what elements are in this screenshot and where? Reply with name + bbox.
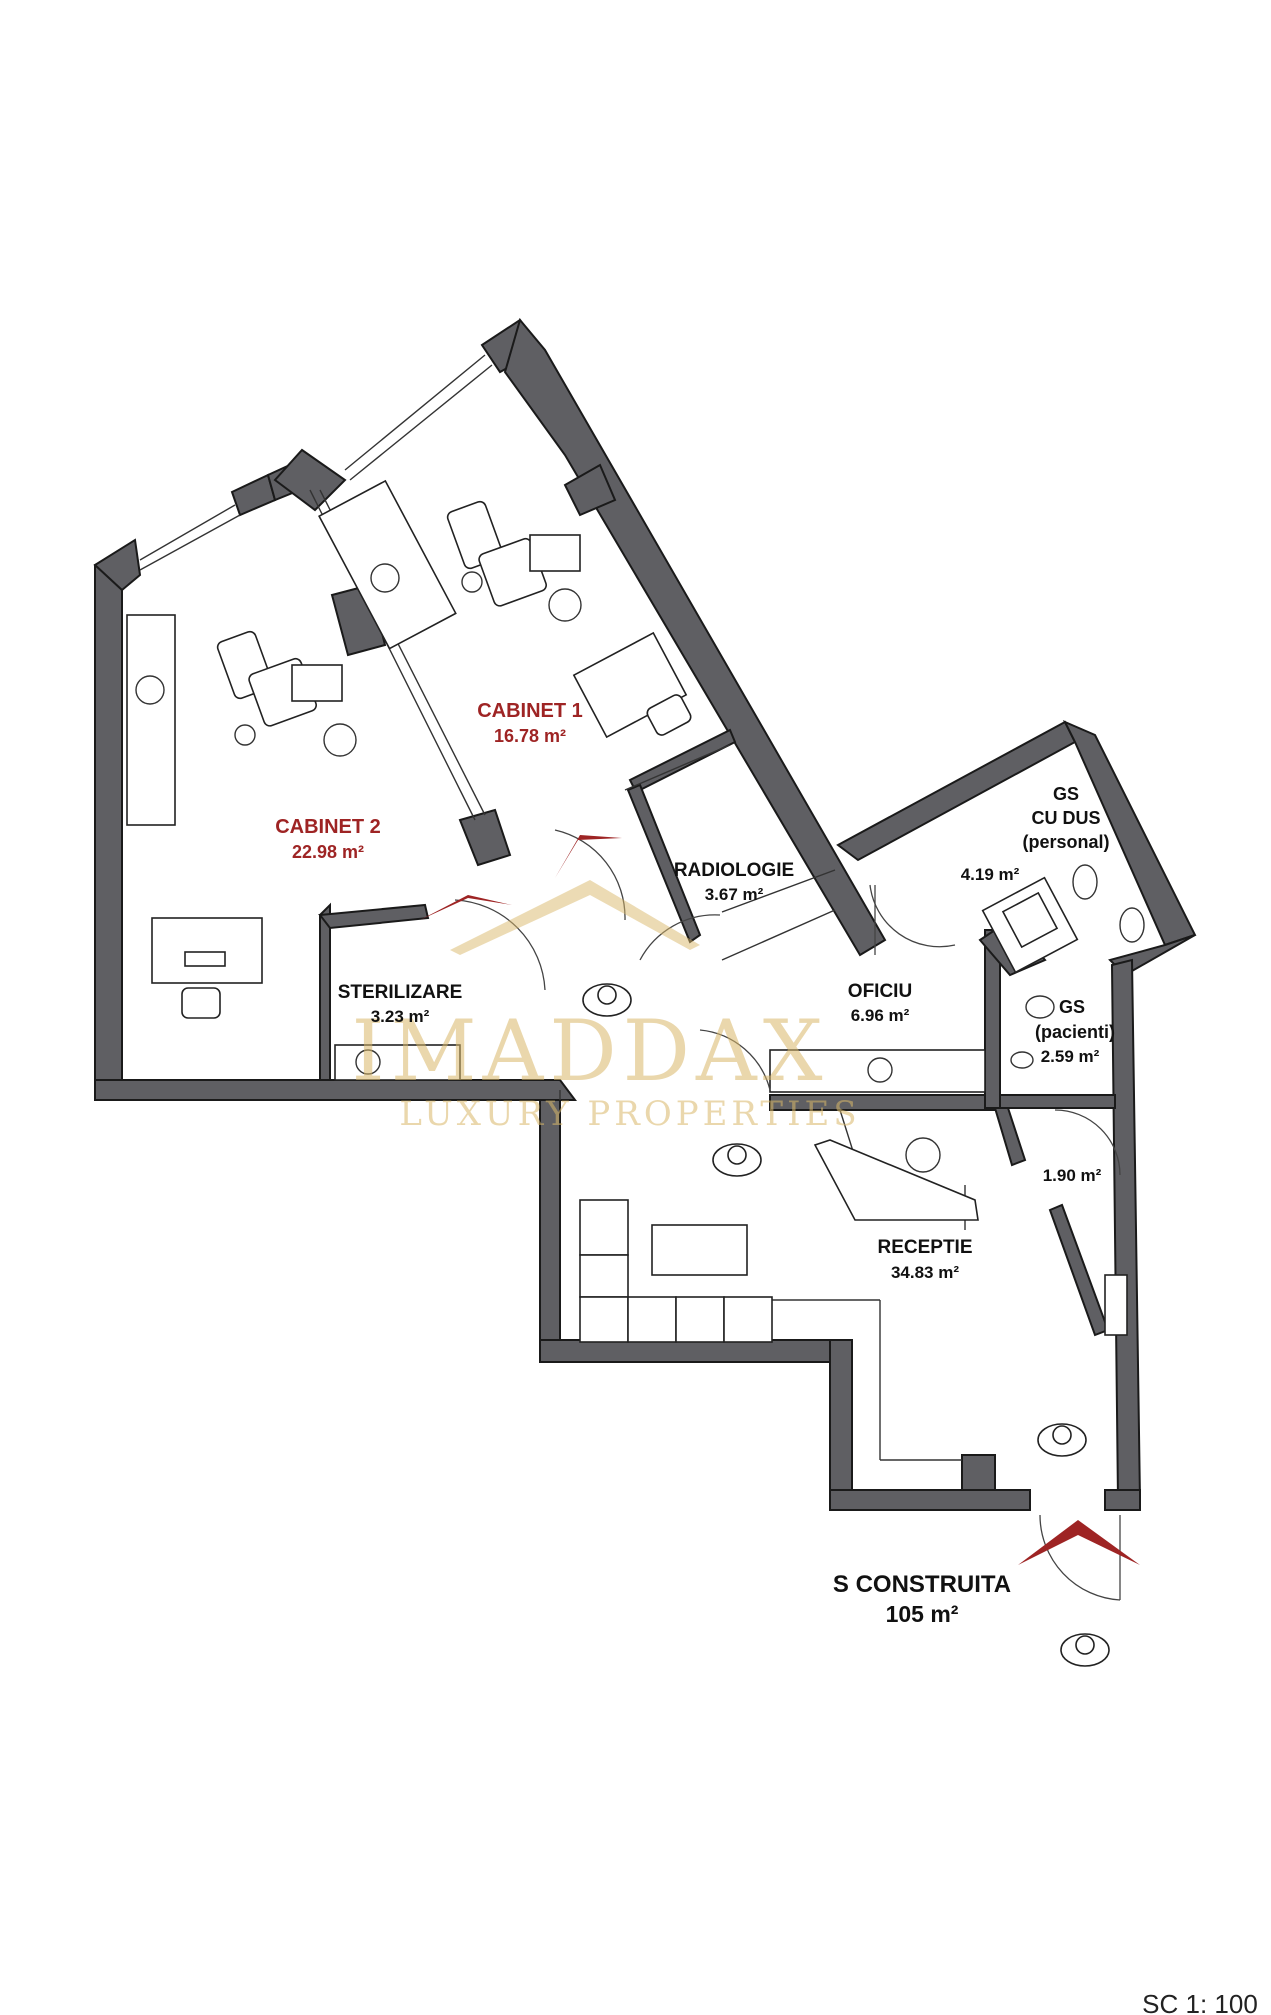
room-name-gs-pacienti-2: (pacienti) — [1035, 1022, 1115, 1042]
watermark-tagline: LUXURY PROPERTIES — [399, 1094, 860, 1134]
room-area-radiologie: 3.67 m² — [705, 885, 764, 904]
room-area-receptie: 34.83 m² — [891, 1263, 959, 1282]
arrow-icon — [1018, 1520, 1140, 1565]
room-name-oficiu: OFICIU — [848, 981, 912, 1002]
room-area-cabinet1: 16.78 m² — [494, 726, 566, 746]
room-name-gs-personal-2: CU DUS — [1031, 808, 1100, 828]
room-name-gs-personal-3: (personal) — [1022, 832, 1109, 852]
person-icon — [1060, 1633, 1110, 1667]
room-area-cabinet2: 22.98 m² — [292, 842, 364, 862]
room-area-gs-personal: 4.19 m² — [961, 865, 1020, 884]
person-icon — [582, 983, 632, 1017]
arrow-icon — [420, 895, 512, 920]
people — [582, 983, 1110, 1667]
room-name-gs-personal-1: GS — [1053, 784, 1079, 804]
walls — [93, 317, 1197, 1511]
dental-chair-1 — [446, 500, 582, 622]
dental-chair-2 — [216, 630, 357, 757]
furniture — [126, 479, 1145, 1343]
room-area-oficiu: 6.96 m² — [851, 1006, 910, 1025]
total-label: S CONSTRUITA — [833, 1571, 1011, 1598]
room-name-cabinet2: CABINET 2 — [275, 816, 381, 838]
room-name-sterilizare: STERILIZARE — [338, 982, 463, 1003]
watermark-brand: IMADDAX — [351, 1002, 828, 1100]
room-area-hall: 1.90 m² — [1043, 1166, 1102, 1185]
room-name-receptie: RECEPTIE — [877, 1237, 972, 1258]
room-area-gs-pacienti: 2.59 m² — [1041, 1047, 1100, 1066]
room-name-radiologie: RADIOLOGIE — [674, 860, 794, 881]
person-icon — [712, 1143, 762, 1177]
scale-label: SC 1: 100 — [1142, 1989, 1258, 2015]
room-name-gs-pacienti-1: GS — [1059, 997, 1085, 1017]
watermark: IMADDAX LUXURY PROPERTIES — [351, 880, 860, 1134]
room-name-cabinet1: CABINET 1 — [477, 700, 583, 722]
total-area: 105 m² — [886, 1601, 959, 1627]
room-labels: CABINET 1 16.78 m² CABINET 2 22.98 m² RA… — [275, 700, 1115, 1627]
person-icon — [1037, 1423, 1087, 1457]
house-logo-icon — [450, 880, 700, 955]
room-area-sterilizare: 3.23 m² — [371, 1007, 430, 1026]
windows — [139, 354, 493, 571]
entrance-arrows — [420, 835, 1140, 1565]
